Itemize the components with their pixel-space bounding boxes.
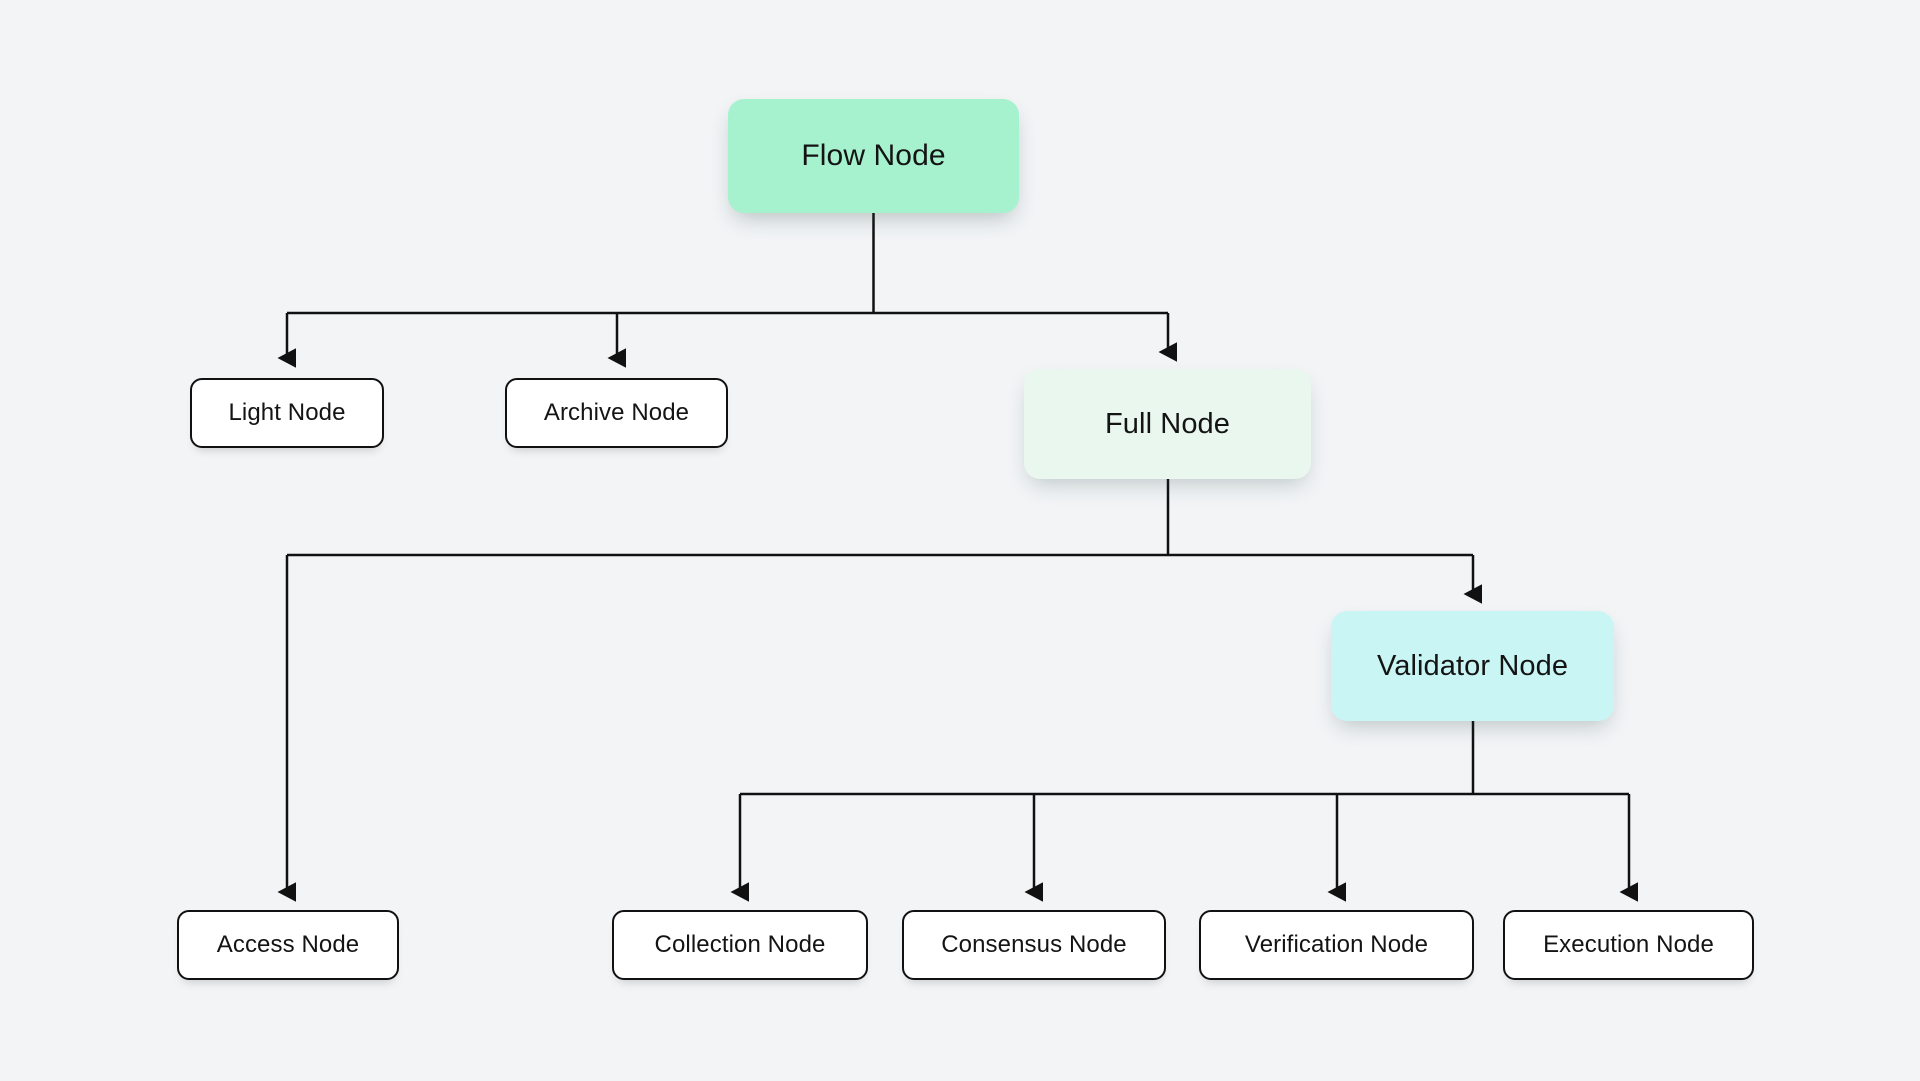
node-archive[interactable]: Archive Node [505,378,728,448]
node-execution-label: Execution Node [1543,931,1714,958]
node-collection-label: Collection Node [654,931,826,958]
node-archive-label: Archive Node [543,399,690,426]
node-consensus[interactable]: Consensus Node [902,910,1166,980]
node-light[interactable]: Light Node [190,378,384,448]
node-consensus-label: Consensus Node [941,931,1127,958]
node-execution[interactable]: Execution Node [1503,910,1754,980]
node-access-label: Access Node [216,931,360,958]
node-flow[interactable]: Flow Node [728,99,1019,213]
node-flow-label: Flow Node [801,139,946,172]
node-full-label: Full Node [1104,407,1230,440]
node-verification-label: Verification Node [1244,931,1429,958]
node-full[interactable]: Full Node [1024,369,1311,479]
node-validator[interactable]: Validator Node [1331,611,1614,721]
node-verification[interactable]: Verification Node [1199,910,1474,980]
node-collection[interactable]: Collection Node [612,910,868,980]
node-access[interactable]: Access Node [177,910,399,980]
node-validator-label: Validator Node [1376,649,1569,682]
node-light-label: Light Node [228,399,346,426]
